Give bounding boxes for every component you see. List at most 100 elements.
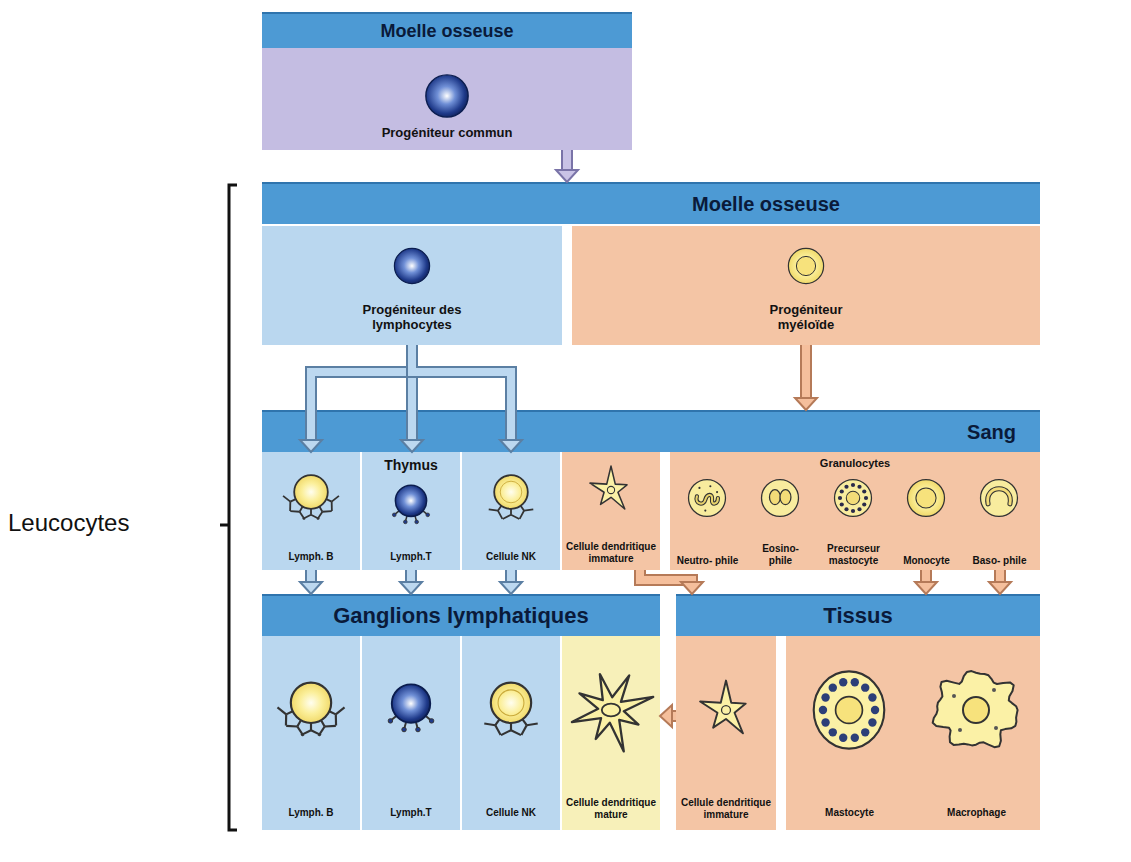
- cell-label: Progéniteur commun: [265, 126, 629, 141]
- section-panel: Moelle osseuseProgéniteur des lymphocyte…: [262, 182, 1040, 345]
- cell-box: Cellule NK: [462, 636, 560, 830]
- header-band: Ganglions lymphatiques: [262, 594, 660, 636]
- cell-label: Progéniteur des lymphocytes: [342, 303, 482, 333]
- cell-box: Precurseur mastocyte: [817, 476, 890, 570]
- cell-label: Lymph.T: [365, 551, 457, 563]
- cell-icon: [565, 664, 657, 756]
- label-column: Progéniteur commun: [265, 126, 629, 141]
- cell-icon: [978, 477, 1020, 519]
- label-wrap: Monocyte: [890, 555, 963, 567]
- cell-icon: [905, 477, 947, 519]
- cell-box: Mastocyte: [786, 636, 913, 830]
- cell-box: Cellule dendritique mature: [562, 636, 660, 830]
- label-column: Precurseur mastocyte: [823, 543, 885, 566]
- cell-icon: [275, 674, 347, 746]
- cell-box: Cellule NK: [462, 452, 560, 570]
- header-band: Moelle osseuse: [262, 182, 1040, 224]
- top-label: Thymus: [362, 457, 460, 473]
- cell-label: Baso- phile: [969, 555, 1031, 567]
- progenitor-box: Progéniteur des lymphocytes: [262, 226, 562, 345]
- cell-box: Monocyte: [890, 476, 963, 570]
- cell-label: Cellule NK: [465, 807, 557, 819]
- label-column: Cellule NK: [465, 807, 557, 819]
- label-wrap: Lymph. B: [262, 551, 360, 563]
- cell-icon: [686, 477, 728, 519]
- label-column: Mastocyte: [789, 807, 910, 819]
- cell-box: Lymph.T: [362, 636, 460, 830]
- cell-icon: [926, 660, 1026, 760]
- label-column: Lymph.T: [365, 551, 457, 563]
- label-column: Lymph.T: [365, 807, 457, 819]
- label-wrap: Progéniteur myéloïde: [572, 303, 1040, 333]
- bracket-label-wrap: Leucocytes: [8, 509, 129, 537]
- label-wrap: Cellule NK: [462, 807, 560, 819]
- cell-box: Lymph. B: [262, 636, 360, 830]
- cell-box: Lymph. B: [262, 452, 360, 570]
- header-text: Moelle osseuse: [380, 21, 513, 42]
- connector-arrow: [500, 570, 522, 594]
- cell-label: Eosino- phile: [750, 543, 812, 566]
- cell-box: Neutro- phile: [671, 476, 744, 570]
- cell-icon: [281, 468, 341, 528]
- connector-arrow: [640, 570, 703, 594]
- cell-label: Progéniteur myéloïde: [746, 303, 866, 333]
- header-text: Sang: [967, 421, 1016, 444]
- label-column: Progéniteur des lymphocytes: [342, 303, 482, 333]
- cell-box: Eosino- phile: [744, 476, 817, 570]
- cell-icon: [807, 668, 891, 752]
- cell-icon: [385, 480, 437, 532]
- cell-icon: [379, 678, 443, 742]
- label-wrap: Cellule dendritique immature: [676, 797, 776, 820]
- label-wrap: Macrophage: [913, 807, 1040, 819]
- cell-label: Cellule dendritique mature: [566, 797, 656, 820]
- connector-arrow: [660, 705, 676, 727]
- connector-arrow: [300, 345, 412, 452]
- cell-label: Monocyte: [896, 555, 958, 567]
- label-column: Cellule NK: [465, 551, 557, 563]
- connector-arrow: [795, 345, 817, 410]
- label-column: Cellule dendritique immature: [566, 541, 656, 564]
- cell-label: Lymph.T: [365, 807, 457, 819]
- cell-label: Precurseur mastocyte: [823, 543, 885, 566]
- label-wrap: Neutro- phile: [671, 555, 744, 567]
- label-column: Eosino- phile: [750, 543, 812, 566]
- label-wrap: Cellule NK: [462, 551, 560, 563]
- header-text: Ganglions lymphatiques: [333, 603, 588, 628]
- granulocyte-panel: GranulocytesNeutro- phile Eosino- phile Pr…: [670, 452, 1040, 570]
- cell-label: Cellule dendritique immature: [681, 797, 771, 820]
- label-column: Monocyte: [896, 555, 958, 567]
- cell-icon: [475, 674, 547, 746]
- label-wrap: Lymph. B: [262, 807, 360, 819]
- label-wrap: Precurseur mastocyte: [817, 543, 890, 566]
- cell-label: Cellule NK: [465, 551, 557, 563]
- label-wrap: Progéniteur commun: [262, 126, 632, 141]
- cell-icon: [392, 246, 432, 286]
- progenitor-box: Progéniteur myéloïde: [572, 226, 1040, 345]
- connector-arrow: [300, 570, 322, 594]
- cell-icon: [694, 678, 758, 742]
- label-wrap: Lymph.T: [362, 551, 460, 563]
- label-wrap: Baso- phile: [963, 555, 1036, 567]
- label-wrap: Lymph.T: [362, 807, 460, 819]
- cell-box: Macrophage: [913, 636, 1040, 830]
- header-text: Moelle osseuse: [692, 193, 840, 216]
- label-column: Neutro- phile: [677, 555, 739, 567]
- cell-icon: [481, 468, 541, 528]
- label-wrap: Mastocyte: [786, 807, 913, 819]
- header-text: Tissus: [823, 603, 892, 628]
- connector-arrow: [556, 150, 578, 182]
- cell-label: Macrophage: [916, 807, 1037, 819]
- connector-arrow: [915, 570, 937, 594]
- header-band: Tissus: [676, 594, 1040, 636]
- cell-label: Mastocyte: [789, 807, 910, 819]
- header-band: Moelle osseuse: [262, 12, 632, 48]
- cell-label: Thymus: [362, 457, 460, 473]
- cell-icon: [423, 72, 471, 120]
- label-column: Lymph. B: [265, 551, 357, 563]
- cell-icon: [759, 477, 801, 519]
- top-label: Granulocytes: [670, 457, 1040, 470]
- cell-icon: [786, 246, 826, 286]
- cell-box: ThymusLymph.T: [362, 452, 460, 570]
- connector-arrow: [400, 570, 422, 594]
